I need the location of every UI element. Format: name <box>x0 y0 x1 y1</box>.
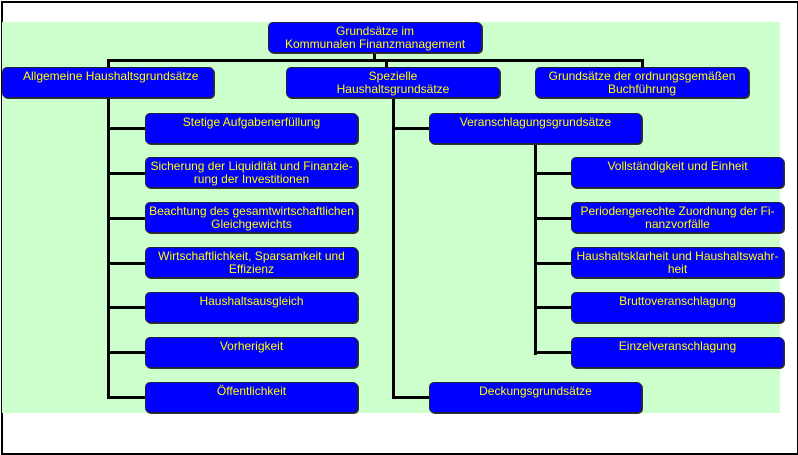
node-veranschlagungsgrundsaetze[interactable]: Veranschlagungsgrundsätze <box>429 113 642 144</box>
node-stetige-aufgabenerfuellung[interactable]: Stetige Aufgabenerfüllung <box>145 113 358 144</box>
connector-allgemeine-trunk <box>107 97 110 399</box>
connector-level1-bar <box>107 59 644 62</box>
connector-spezielle-up <box>385 59 388 69</box>
node-buchfuehrung[interactable]: Grundsätze der ordnungsgemäßen Buchführu… <box>535 67 749 98</box>
node-label: Buchführung <box>607 82 677 96</box>
node-label: heit <box>667 262 688 276</box>
node-label: Öffentlichkeit <box>216 384 287 398</box>
connector-allgemeine-branch <box>107 306 145 309</box>
node-label: Allgemeine Haushaltsgrundsätze <box>23 69 199 83</box>
connector-spezielle-trunk <box>392 97 395 399</box>
node-oeffentlichkeit[interactable]: Öffentlichkeit <box>145 382 358 413</box>
connector-allgemeine-branch <box>107 217 145 220</box>
node-label: Periodengerechte Zuordnung der Fi- <box>580 204 775 218</box>
root-node-line: Kommunalen Finanzmanagement <box>284 37 466 51</box>
node-label: rung der Investitionen <box>193 172 310 186</box>
connector-spezielle-branch <box>392 127 429 130</box>
node-label: Sicherung der Liquidität und Finanzie- <box>150 159 353 173</box>
node-vollstaendigkeit[interactable]: Vollständigkeit und Einheit <box>571 157 784 188</box>
node-label: Grundsätze der ordnungsgemäßen <box>548 69 736 83</box>
connector-allgemeine-branch <box>107 172 145 175</box>
node-label: Haushaltsausgleich <box>199 294 304 308</box>
connector-veranschlagung-trunk <box>534 142 537 355</box>
node-label: Vollständigkeit und Einheit <box>607 159 748 173</box>
node-label: Haushaltsklarheit und Haushaltswahr- <box>576 249 779 263</box>
connector-allgemeine-branch <box>107 351 145 354</box>
node-haushaltsklarheit[interactable]: Haushaltsklarheit und Haushaltswahr- hei… <box>571 247 784 278</box>
connector-root-down <box>373 51 376 61</box>
node-label: Haushaltsgrundsätze <box>336 82 450 96</box>
node-spezielle[interactable]: Spezielle Haushaltsgrundsätze <box>286 67 500 98</box>
node-allgemeine[interactable]: Allgemeine Haushaltsgrundsätze <box>2 67 214 98</box>
node-periodengerecht[interactable]: Periodengerechte Zuordnung der Fi- nanzv… <box>571 202 784 233</box>
root-node[interactable]: Grundsätze im Kommunalen Finanzmanagemen… <box>268 22 482 53</box>
node-einzelveranschlagung[interactable]: Einzelveranschlagung <box>571 337 784 368</box>
connector-allgemeine-branch <box>107 262 145 265</box>
node-bruttoveranschlagung[interactable]: Bruttoveranschlagung <box>571 292 784 323</box>
node-label: Veranschlagungsgrundsätze <box>459 115 612 129</box>
node-liquiditaet[interactable]: Sicherung der Liquidität und Finanzie- r… <box>145 157 358 188</box>
root-node-line: Grundsätze im <box>335 24 415 38</box>
node-deckungsgrundsaetze[interactable]: Deckungsgrundsätze <box>429 382 642 413</box>
connector-veranschlagung-branch <box>534 172 571 175</box>
node-label: Deckungsgrundsätze <box>479 384 592 398</box>
node-wirtschaftlichkeit[interactable]: Wirtschaftlichkeit, Sparsamkeit und Effi… <box>145 247 358 278</box>
connector-buchfuehrung-up <box>641 59 644 69</box>
connector-veranschlagung-branch <box>534 262 571 265</box>
node-label: Gleichgewichts <box>211 217 292 231</box>
node-vorherigkeit[interactable]: Vorherigkeit <box>145 337 358 368</box>
node-label: Spezielle <box>368 69 418 83</box>
node-label: Stetige Aufgabenerfüllung <box>182 115 321 129</box>
node-label: Bruttoveranschlagung <box>619 294 736 308</box>
node-label: nanzvorfälle <box>645 217 710 231</box>
connector-veranschlagung-branch <box>534 306 571 309</box>
connector-allgemeine-up <box>107 59 110 69</box>
connector-allgemeine-branch <box>107 396 145 399</box>
node-gleichgewicht[interactable]: Beachtung des gesamtwirtschaftlichen Gle… <box>145 202 358 233</box>
node-haushaltsausgleich[interactable]: Haushaltsausgleich <box>145 292 358 323</box>
node-label: Beachtung des gesamtwirtschaftlichen <box>149 204 354 218</box>
connector-veranschlagung-branch <box>534 351 571 354</box>
connector-veranschlagung-branch <box>534 217 571 220</box>
connector-allgemeine-branch <box>107 127 145 130</box>
node-label: Einzelveranschlagung <box>618 339 737 353</box>
node-label: Effizienz <box>228 262 275 276</box>
connector-spezielle-branch <box>392 396 429 399</box>
node-label: Wirtschaftlichkeit, Sparsamkeit und <box>158 249 345 263</box>
node-label: Vorherigkeit <box>219 339 284 353</box>
